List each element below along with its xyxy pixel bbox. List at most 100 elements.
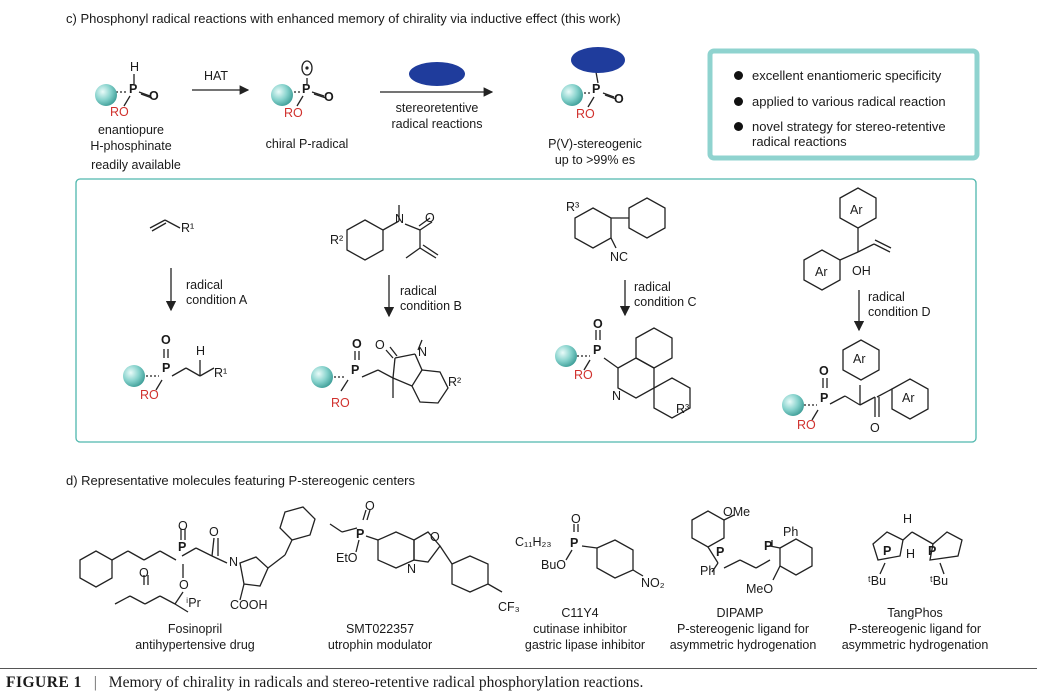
atom-o: O <box>425 211 435 225</box>
atom-o: O <box>139 566 149 580</box>
substituent-r3: R³ <box>676 402 690 416</box>
highlight-item: excellent enantiomeric specificity <box>733 68 942 83</box>
substituent-r2: R² <box>330 233 344 247</box>
chiral-ball <box>561 84 583 106</box>
chiral-ball <box>95 84 117 106</box>
highlight-item-continued: radical reactions <box>752 134 847 149</box>
atom-p: P <box>764 539 773 553</box>
aryl-ar: Ar <box>850 203 863 217</box>
atom-ro: RO <box>797 418 816 432</box>
atom-o: O <box>870 421 880 435</box>
atom-n: N <box>407 562 417 576</box>
tangphos-name: TangPhos <box>887 606 943 620</box>
fosinopril-structure <box>79 506 316 613</box>
atom-p: P <box>928 544 937 558</box>
phenyl-label: Ph <box>783 525 799 539</box>
smt022357-structure <box>329 509 503 593</box>
reactions-label-1: stereoretentive <box>395 101 479 115</box>
methoxy-label: MeO <box>746 582 774 596</box>
atom-h: H <box>906 547 916 561</box>
dipamp-structure <box>691 510 813 581</box>
aryl-ar: Ar <box>853 352 866 366</box>
substituent-r2: R² <box>448 375 462 389</box>
highlight-item: novel strategy for stereo-retentive <box>734 119 946 134</box>
product-label-1: P(V)-stereogenic <box>548 137 642 151</box>
chiral-ball <box>555 345 577 367</box>
highlights-box <box>707 48 980 161</box>
highlight-item: applied to various radical reaction <box>734 94 946 109</box>
nitro-label: NO₂ <box>641 576 665 590</box>
figure-label: FIGURE 1 <box>6 674 82 691</box>
butoxy-label: BuO <box>541 558 567 572</box>
atom-o: O <box>161 333 171 347</box>
atom-n: N <box>418 345 428 359</box>
atom-ro: RO <box>140 388 159 402</box>
atom-o: O <box>209 525 219 539</box>
start-label-1: enantiopure <box>97 123 165 137</box>
atom-o: O <box>178 519 188 533</box>
carboxylic-acid-label: COOH <box>230 598 268 612</box>
tangphos-desc: P-stereogenic ligand for <box>848 622 982 636</box>
h-phosphinate-structure <box>116 74 153 107</box>
atom-o: O <box>324 90 334 104</box>
product-c <box>577 327 691 419</box>
atom-p: P <box>162 361 171 375</box>
product-d <box>804 339 929 421</box>
tert-butyl-label: ᵗBu <box>868 574 887 588</box>
atom-p: P <box>129 82 138 96</box>
biaryl-substrate <box>574 197 666 249</box>
atom-p: P <box>351 363 360 377</box>
condition-c-2: condition C <box>634 295 697 309</box>
tert-butyl-label: ᵗBu <box>930 574 949 588</box>
condition-b-1: radical <box>400 284 437 298</box>
ethoxy-label: EtO <box>336 551 358 565</box>
condition-b-2: condition B <box>400 299 462 313</box>
atom-n: N <box>229 555 239 569</box>
atom-o: O <box>819 364 829 378</box>
c11y4-name: C11Y4 <box>561 606 599 620</box>
atom-p: P <box>883 544 892 558</box>
substituent-r1: R¹ <box>214 366 228 380</box>
hydroxyl-oh: OH <box>852 264 871 278</box>
substituent-r3: R³ <box>566 200 580 214</box>
reactions-label-2: radical reactions <box>391 117 483 131</box>
trifluoromethyl-label: CF₃ <box>498 600 520 614</box>
smt022357-name: SMT022357 <box>345 622 415 636</box>
atom-p: P <box>820 391 829 405</box>
allylic-alcohol-substrate <box>803 187 892 291</box>
condition-d-2: condition D <box>868 305 931 319</box>
atom-n: N <box>395 212 405 226</box>
atom-p: P <box>178 540 187 554</box>
c11y4-structure <box>565 524 644 579</box>
atom-h: H <box>903 512 913 526</box>
atom-n: N <box>612 389 622 403</box>
atom-p: P <box>356 527 365 541</box>
condition-c-1: radical <box>634 280 671 294</box>
atom-ro: RO <box>576 107 595 121</box>
product-label-2: up to >99% es <box>554 153 636 167</box>
section-d-title: d) Representative molecules featuring P-… <box>66 473 416 488</box>
c11y4-desc-2: gastric lipase inhibitor <box>524 638 646 652</box>
smt022357-desc: utrophin modulator <box>327 638 433 652</box>
condition-a-2: condition A <box>186 293 248 307</box>
figure-caption-text: Memory of chirality in radicals and ster… <box>108 674 644 691</box>
dipamp-desc-2: asymmetric hydrogenation <box>669 638 817 652</box>
figure-caption: FIGURE 1 | Memory of chirality in radica… <box>6 674 644 691</box>
radical-acceptor-ellipse <box>409 62 465 86</box>
product-b <box>334 339 449 404</box>
atom-o: O <box>365 499 375 513</box>
atom-o: O <box>571 512 581 526</box>
atom-o: O <box>593 317 603 331</box>
alkene-substrate <box>149 219 181 232</box>
radical-acceptor-ellipse <box>571 47 625 73</box>
dipamp-desc: P-stereogenic ligand for <box>676 622 810 636</box>
atom-ro: RO <box>574 368 593 382</box>
atom-p: P <box>716 545 725 559</box>
atom-ro: RO <box>331 396 350 410</box>
condition-d-1: radical <box>868 290 905 304</box>
scope-box <box>75 178 977 443</box>
radical-label: chiral P-radical <box>265 137 349 151</box>
tangphos-structure <box>872 531 963 575</box>
methoxy-label: OMe <box>723 505 751 519</box>
isopropyl-label: ⁱPr <box>186 596 201 610</box>
